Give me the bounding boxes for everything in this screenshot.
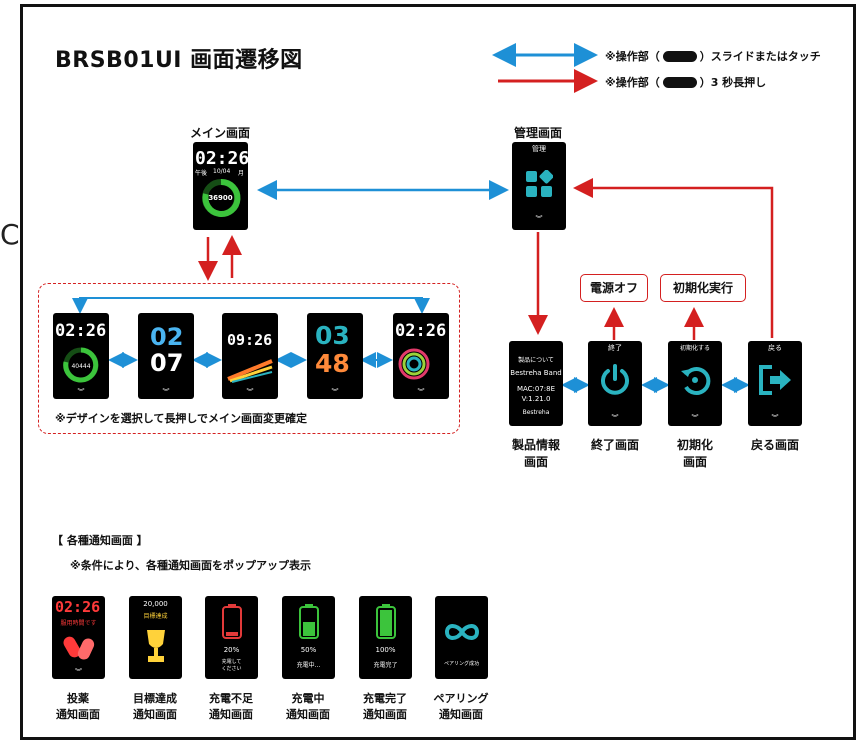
chevron-down-icon: ︾ (771, 414, 779, 422)
back-label: 戻る画面 (750, 438, 799, 452)
low-battery-notify-label: 充電不足通知画面 (209, 692, 253, 721)
main-screen-label: メイン画面 (189, 126, 250, 140)
infinity-icon (444, 624, 480, 640)
chevron-down-icon: ︾ (162, 388, 170, 396)
chevron-down-icon: ︾ (77, 388, 85, 396)
activity-rings-icon (398, 348, 430, 380)
chevron-down-icon: ︾ (331, 388, 339, 396)
chevron-down-icon: ︾ (691, 414, 699, 422)
mgmt-screen[interactable]: 管理 ︾ (512, 142, 566, 230)
design-screen-3[interactable]: 09:26 ︾ (222, 313, 278, 399)
legend-blue-text: ※操作部（）スライドまたはタッチ (605, 50, 821, 63)
stray-glyph: C (0, 218, 20, 251)
grid-menu-icon (526, 170, 553, 197)
back-screen[interactable]: 戻る ︾ (748, 341, 802, 426)
charged-notify-screen: 100% 充電完了 (359, 596, 412, 679)
chevron-down-icon: ︾ (611, 414, 619, 422)
pairing-notify-label: ペアリング通知画面 (433, 692, 489, 721)
medication-notify-label: 投薬通知画面 (56, 692, 100, 721)
product-info-screen[interactable]: 製品について Bestreha Band MAC:07:8E V:1.21.0 … (509, 341, 563, 426)
power-icon (601, 364, 629, 395)
chevron-down-icon: ︾ (75, 668, 82, 676)
product-info-label: 製品情報画面 (511, 438, 560, 469)
notify-section-note: ※条件により、各種通知画面をポップアップ表示 (70, 559, 312, 572)
charging-notify-label: 充電中通知画面 (286, 692, 330, 721)
design-screen-5[interactable]: 02:26 ︾ (393, 313, 449, 399)
battery-low-icon (222, 604, 242, 639)
steps-ring-icon (202, 178, 241, 217)
shutdown-label: 終了画面 (590, 438, 639, 452)
power-off-action: 電源オフ (580, 274, 648, 302)
chevron-down-icon: ︾ (246, 388, 254, 396)
legend-red-text: ※操作部（）3 秒長押し (605, 76, 767, 89)
design-screen-2[interactable]: 02 07 ︾ (138, 313, 194, 399)
goal-notify-screen: 20,000 目標達成 (129, 596, 182, 679)
steps-ring-icon (63, 347, 99, 383)
main-screen[interactable]: 02:26 午後 10/04 月 36900 (193, 142, 248, 230)
button-icon (662, 76, 697, 88)
charging-notify-screen: 50% 充電中... (282, 596, 335, 679)
reset-label: 初期化画面 (676, 438, 713, 469)
button-icon (662, 50, 697, 62)
medication-notify-screen: 02:26 服用時間です ︾ (52, 596, 105, 679)
reset-screen[interactable]: 初期化する ︾ (668, 341, 722, 426)
low-battery-notify-screen: 20% 充電して ください (205, 596, 258, 679)
trophy-icon (147, 630, 165, 662)
chevron-down-icon: ︾ (535, 215, 543, 223)
pairing-notify-screen: ペアリング成功 (435, 596, 488, 679)
notify-section-title: 【 各種通知画面 】 (52, 534, 148, 547)
design-screen-4[interactable]: 03 48 ︾ (307, 313, 363, 399)
diagram-title: BRSB01UI 画面遷移図 (55, 48, 303, 73)
pill-icon (63, 636, 95, 660)
design-note: ※デザインを選択して長押しでメイン画面変更確定 (55, 412, 308, 425)
init-exec-action: 初期化実行 (660, 274, 746, 302)
design-selection-box (38, 283, 460, 434)
back-return-arrow (573, 178, 774, 338)
charged-notify-label: 充電完了通知画面 (363, 692, 407, 721)
reset-icon (681, 367, 711, 395)
exit-icon (759, 365, 791, 395)
chevron-down-icon: ︾ (417, 388, 425, 396)
design-screen-1[interactable]: 02:26 40444 ︾ (53, 313, 109, 399)
mgmt-screen-label: 管理画面 (513, 126, 562, 140)
stripe-graphic (227, 359, 273, 383)
battery-half-icon (299, 604, 319, 639)
goal-notify-label: 目標達成通知画面 (133, 692, 177, 721)
shutdown-screen[interactable]: 終了 ︾ (588, 341, 642, 426)
battery-full-icon (376, 604, 396, 639)
